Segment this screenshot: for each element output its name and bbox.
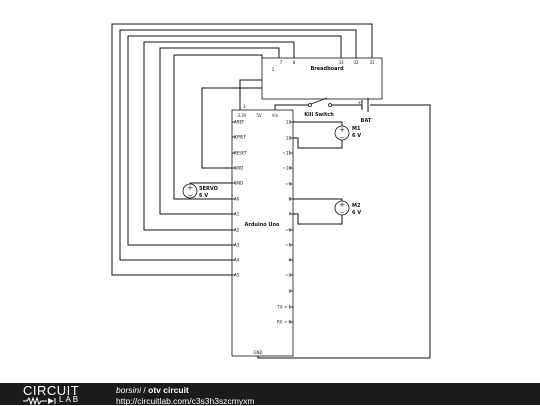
- top-marker-label: 3: [243, 104, 246, 109]
- wire-motor1: [293, 121, 343, 149]
- breadboard-pin-31: 31: [369, 60, 375, 65]
- breadboard-pin-1: 1: [272, 67, 275, 72]
- circuit-title[interactable]: otv circuit: [148, 385, 189, 395]
- wire-gnd: [201, 87, 262, 169]
- arduino-pin-vin: Vin: [272, 113, 279, 118]
- arduino-right-pin-label: ~6: [285, 228, 291, 233]
- author-link[interactable]: borsini: [116, 385, 142, 395]
- motor-m1-minus-icon: −: [339, 134, 344, 141]
- motor-m1[interactable]: + − M1 6 V: [334, 125, 361, 141]
- title-separator: /: [141, 385, 149, 395]
- battery[interactable]: + BAT: [358, 98, 372, 124]
- servo-label: SERVO: [199, 186, 218, 192]
- wire-a2: [143, 41, 295, 231]
- wire-servo: [190, 182, 232, 200]
- arduino-left-pin-label: GND: [234, 166, 243, 171]
- breadboard-pin-7: 7: [280, 60, 283, 65]
- motor-m1-plus-icon: +: [339, 126, 345, 134]
- arduino-right-pin-label: 13: [286, 120, 292, 125]
- arduino-right-pin-label: 2: [288, 289, 291, 294]
- kill-switch[interactable]: Kill Switch: [304, 97, 334, 118]
- circuitlab-logo[interactable]: CIRCUIT LAB: [23, 383, 93, 405]
- motor-m2-label: M2: [352, 203, 361, 209]
- motor-m1-label: M1: [352, 126, 361, 132]
- logo-text-bottom: LAB: [59, 395, 81, 404]
- schematic-canvas: Breadboard 7 8 33 32 31 1 3 Kill Switch …: [111, 23, 431, 359]
- motor-m2[interactable]: + − M2 6 V: [334, 200, 361, 216]
- kill-switch-label: Kill Switch: [304, 112, 334, 118]
- breadboard[interactable]: Breadboard 7 8 33 32 31 1: [261, 57, 383, 100]
- arduino-right-pin-label: ~5: [285, 243, 291, 248]
- arduino-left-pin-label: A5: [234, 273, 240, 278]
- circuit-url[interactable]: http://circuitlab.com/c3s3h3szcmyxm: [116, 396, 255, 406]
- arduino-left-pin-label: AREF: [234, 120, 245, 125]
- motor-m2-plus-icon: +: [339, 201, 345, 209]
- servo-rating: 6 V: [199, 193, 208, 199]
- wire-motor2: [293, 198, 343, 225]
- circuit-meta: borsini / otv circuit http://circuitlab.…: [116, 385, 254, 406]
- arduino-right-pin-label: ~11: [283, 151, 292, 156]
- motor-m2-rating: 6 V: [352, 210, 361, 216]
- breadboard-pin-8: 8: [293, 60, 296, 65]
- arduino-label: Arduino Uno: [245, 222, 281, 228]
- arduino-left-pin-label: GND: [234, 181, 243, 186]
- wire-top-marker: [239, 79, 262, 110]
- arduino-left-pin-label: IOREF: [234, 135, 247, 140]
- wire-battery: [257, 104, 431, 359]
- arduino-left-pin-label: A1: [234, 212, 240, 217]
- arduino-right-pin-label: ~9: [285, 182, 291, 187]
- wire-a5: [111, 23, 373, 276]
- breadboard-pin-33: 33: [338, 60, 344, 65]
- motor-m1-rating: 6 V: [352, 133, 361, 139]
- wire-a4: [119, 29, 357, 261]
- servo-plus-icon: +: [187, 184, 193, 192]
- footer-bar: CIRCUIT LAB borsini / otv circuit http:/…: [0, 383, 540, 406]
- arduino-left-pin-label: A2: [234, 228, 240, 233]
- arduino-uno[interactable]: Arduino Uno 3.3V 5V Vin GND AREF IOREF RES…: [231, 109, 294, 357]
- servo[interactable]: + − SERVO 6 V: [182, 183, 218, 199]
- arduino-pin-3v3: 3.3V: [237, 113, 246, 118]
- logo-text-top: CIRCUIT: [23, 383, 80, 398]
- arduino-pin-gnd-bottom: GND: [253, 350, 262, 355]
- arduino-right-pin-label: 7: [288, 212, 291, 217]
- arduino-right-pin-label: TX > 1: [276, 305, 291, 310]
- arduino-pin-5v: 5V: [256, 113, 262, 118]
- arduino-right-pin-label: ~3: [285, 273, 291, 278]
- wire-kill-switch: [274, 104, 362, 110]
- arduino-right-pin-label: RX < 0: [277, 320, 291, 325]
- arduino-left-pin-label: A4: [234, 258, 240, 263]
- battery-plus-label: +: [358, 100, 361, 105]
- arduino-left-pin-label: A0: [234, 197, 240, 202]
- battery-label: BAT: [361, 118, 372, 124]
- arduino-right-pins: 13 12 ~11 ~10 ~9 8 7 ~6 ~5 4 ~3 2 TX > 1 RX < 0: [276, 120, 293, 325]
- breadboard-label: Breadboard: [310, 66, 343, 72]
- breadboard-pin-32: 32: [353, 60, 359, 65]
- arduino-right-pin-label: ~10: [283, 166, 292, 171]
- arduino-right-pin-label: 4: [288, 258, 291, 263]
- arduino-left-pin-label: RESET: [234, 151, 247, 156]
- arduino-right-pin-label: 12: [286, 136, 292, 141]
- servo-minus-icon: −: [187, 192, 192, 199]
- arduino-left-pin-label: A3: [234, 243, 240, 248]
- arduino-right-pin-label: 8: [288, 197, 291, 202]
- logo-wave-icon: [23, 397, 56, 405]
- motor-m2-minus-icon: −: [339, 209, 344, 216]
- wire-a1: [159, 47, 280, 215]
- wire-a3: [127, 35, 342, 246]
